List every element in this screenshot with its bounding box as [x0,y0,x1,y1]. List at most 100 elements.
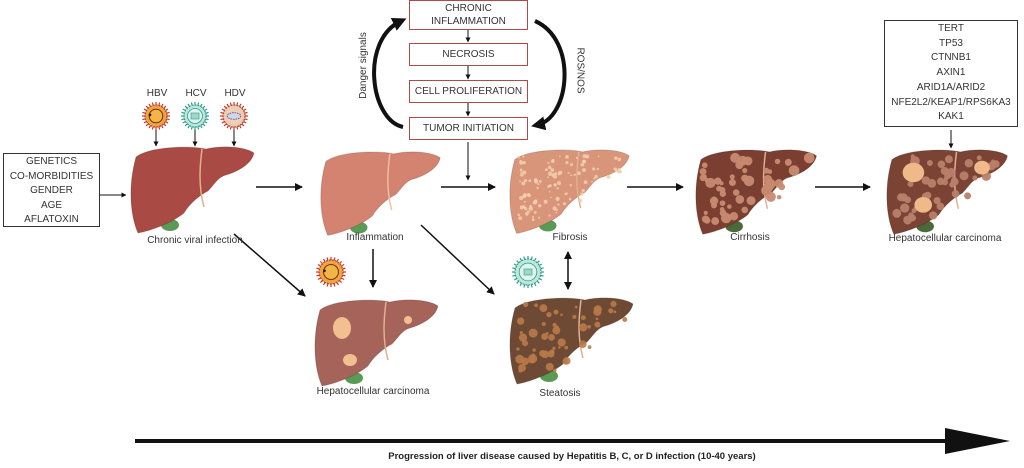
liver-lesion [523,200,526,203]
liver-lesion [522,155,525,158]
liver-lesion [526,210,530,214]
liver-lesion [541,333,549,341]
liver-lesion [701,162,708,169]
liver-lesion [719,207,725,212]
liver-lesion [553,309,559,315]
liver-lesion [557,203,560,206]
liver-lesion [788,165,800,176]
liver-lesion [550,159,555,163]
liver-lesion [776,194,782,200]
liver-lesion [585,154,590,159]
liver-lesion [532,216,535,219]
virus-spike [333,257,336,261]
liver-lesion [538,179,542,183]
liver-lesion [622,317,628,323]
virus-spike [205,118,209,121]
liver-lesion [568,197,572,201]
liver-lesion [614,156,618,160]
liver-lesion [617,157,622,162]
liver-lesion [943,176,949,181]
liver-lesion [587,324,592,329]
danger-signals-curve [372,18,407,129]
virus-spike [204,108,208,112]
virus-capsid [323,264,339,280]
liver-lesion [583,180,588,185]
liver-lesion [732,189,740,196]
liver-lesion [763,167,770,174]
hdv-virus-icon [220,102,248,130]
liver-lesion [575,156,579,159]
liver-lesion [553,368,557,373]
virus-genome [226,112,242,120]
liver-lesion [616,169,621,174]
liver-lesion [572,314,577,319]
virus-spike [523,284,526,288]
liver-lesion [608,308,614,314]
liver-lesion [519,196,524,201]
virus-spike [342,267,346,270]
liver-lesion [936,202,945,211]
liver-lesion [596,167,599,171]
liver-lesion [556,181,561,186]
virus-spike [165,120,169,124]
liver-lesion [741,174,749,182]
liver-lesion [545,362,554,371]
liver-lesion [522,193,527,197]
falciform-ligament [576,151,582,209]
virus-spike [199,125,203,129]
falciform-ligament [199,148,205,208]
liver-lesion [548,190,551,193]
falciform-ligament [383,301,389,361]
liver-lesion [517,213,521,217]
liver-lesion [613,167,618,171]
tumor-nodule [974,160,990,175]
liver-lesion [523,302,529,308]
virus-genome [523,268,533,276]
liver-lesion [519,168,523,172]
liver-lesion [526,192,531,197]
liver-hepatocellular-carcinoma [886,149,1009,235]
liver-lesion [539,304,548,312]
liver-lesion [587,345,592,349]
liver-lesion [921,176,931,185]
stage-label-inflammation: Inflammation [346,232,404,243]
liver-lesion [908,212,914,218]
virus-spike [236,126,239,130]
stage-label-chronic: Chronic viral infection [147,235,243,246]
liver-lesion [555,208,558,212]
liver-fibrosis [509,149,630,234]
liver-lesion [582,159,586,164]
liver-lesion [555,211,558,214]
liver-lesion [729,211,739,221]
gene-item: TP53 [939,37,963,49]
liver-lesion [558,155,561,158]
liver-lesion [972,175,978,181]
gene-mutations-box: TERT TP53 CTNNB1 AXIN1 ARID1A/ARID2 NFE2… [884,20,1018,127]
liver-lesion [719,200,726,207]
liver-lesion [581,168,587,173]
liver-lesion [547,171,553,176]
liver-lesion [521,357,529,366]
virus-polymerase [148,113,152,117]
liver-lesion [594,321,601,328]
liver-lesion [577,171,581,176]
virus-spike [166,118,170,121]
liver-lesion [574,305,578,309]
liver-lesion [539,350,547,357]
liver-lesion [547,176,549,179]
virus-spike [190,126,193,130]
virus-spike [536,260,540,264]
hbv-virus-icon [142,102,170,130]
liver-lesion [519,331,524,335]
arrow-chronic-to-hcc-bottom [233,233,306,297]
liver-lesion [592,167,596,171]
liver-lesion [518,217,521,220]
liver-lesion [580,192,584,196]
liver-lesion [541,322,546,327]
ros-nos-label: ROS/NOS [574,47,586,94]
liver-lesion [926,159,933,166]
liver-lesion [617,167,621,170]
virus-spike [516,260,520,264]
liver-lesion [711,196,717,202]
liver-lesion [573,173,576,177]
